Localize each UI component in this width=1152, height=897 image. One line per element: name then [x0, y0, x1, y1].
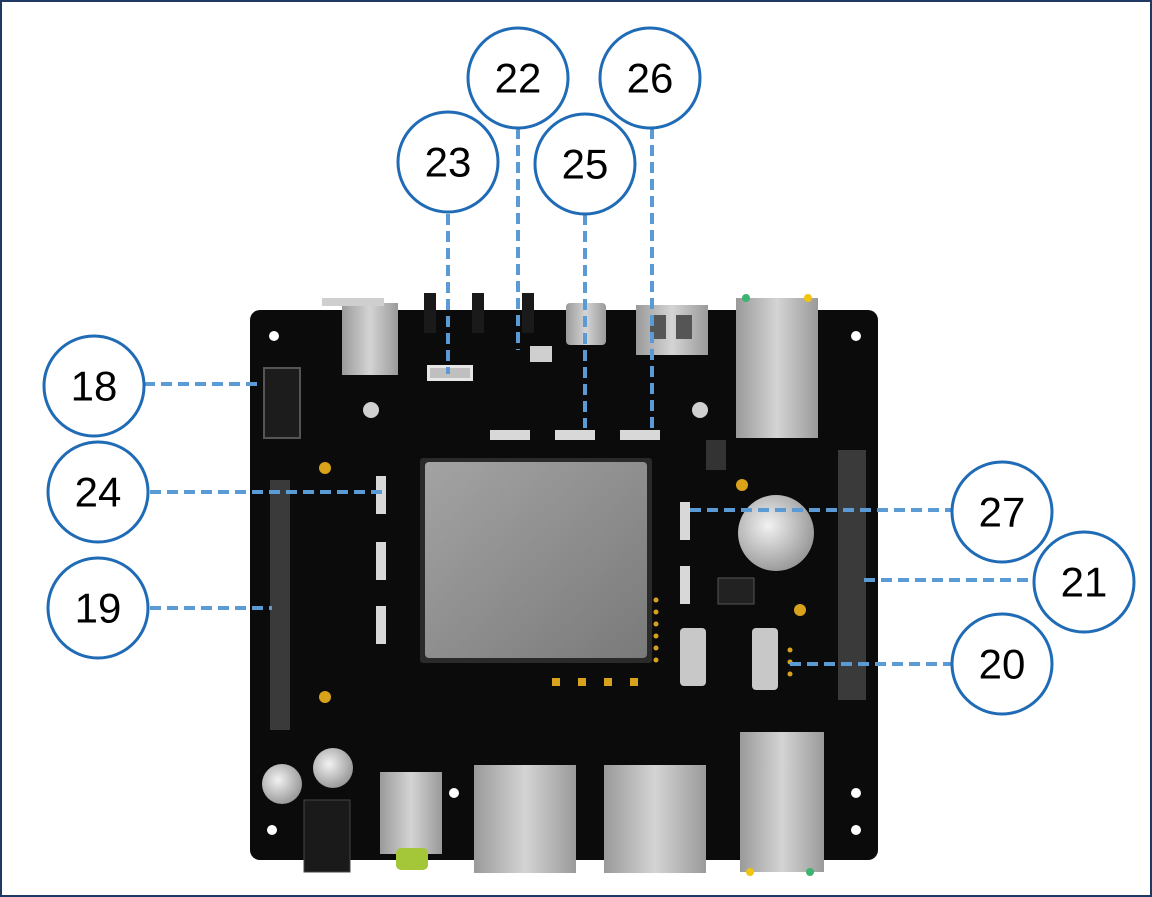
- capacitor: [262, 748, 353, 804]
- callout-26-label: 26: [627, 55, 674, 102]
- usb-port: [474, 765, 706, 873]
- callout-21-label: 21: [1061, 559, 1108, 606]
- leader-lines: [144, 128, 1036, 666]
- callout-26-circle: [598, 26, 702, 130]
- callout-19-circle: [46, 556, 150, 660]
- callout-19-label: 19: [75, 585, 122, 632]
- audio-jack: [303, 772, 442, 873]
- callout-22-label: 22: [495, 55, 542, 102]
- callout-22-circle: [466, 26, 570, 130]
- callout-20-circle: [950, 612, 1054, 716]
- callout-18-circle: [42, 334, 146, 438]
- callout-24-label: 24: [75, 469, 122, 516]
- callout-18-label: 18: [71, 363, 118, 410]
- coin-battery: [738, 495, 814, 571]
- callout-20-label: 20: [979, 641, 1026, 688]
- pin-header: [270, 450, 866, 730]
- callout-27-circle: [950, 460, 1054, 564]
- callout-21-circle: [1032, 530, 1136, 634]
- soc-chip: [420, 458, 652, 663]
- ethernet-port: [736, 294, 818, 438]
- board-illustration: [250, 293, 878, 876]
- callout-27-label: 27: [979, 489, 1026, 536]
- callout-23-label: 23: [425, 139, 472, 186]
- callout-23-circle: [396, 110, 500, 214]
- callout-24-circle: [46, 440, 150, 544]
- callout-25-circle: [533, 112, 637, 216]
- callout-25-label: 25: [562, 141, 609, 188]
